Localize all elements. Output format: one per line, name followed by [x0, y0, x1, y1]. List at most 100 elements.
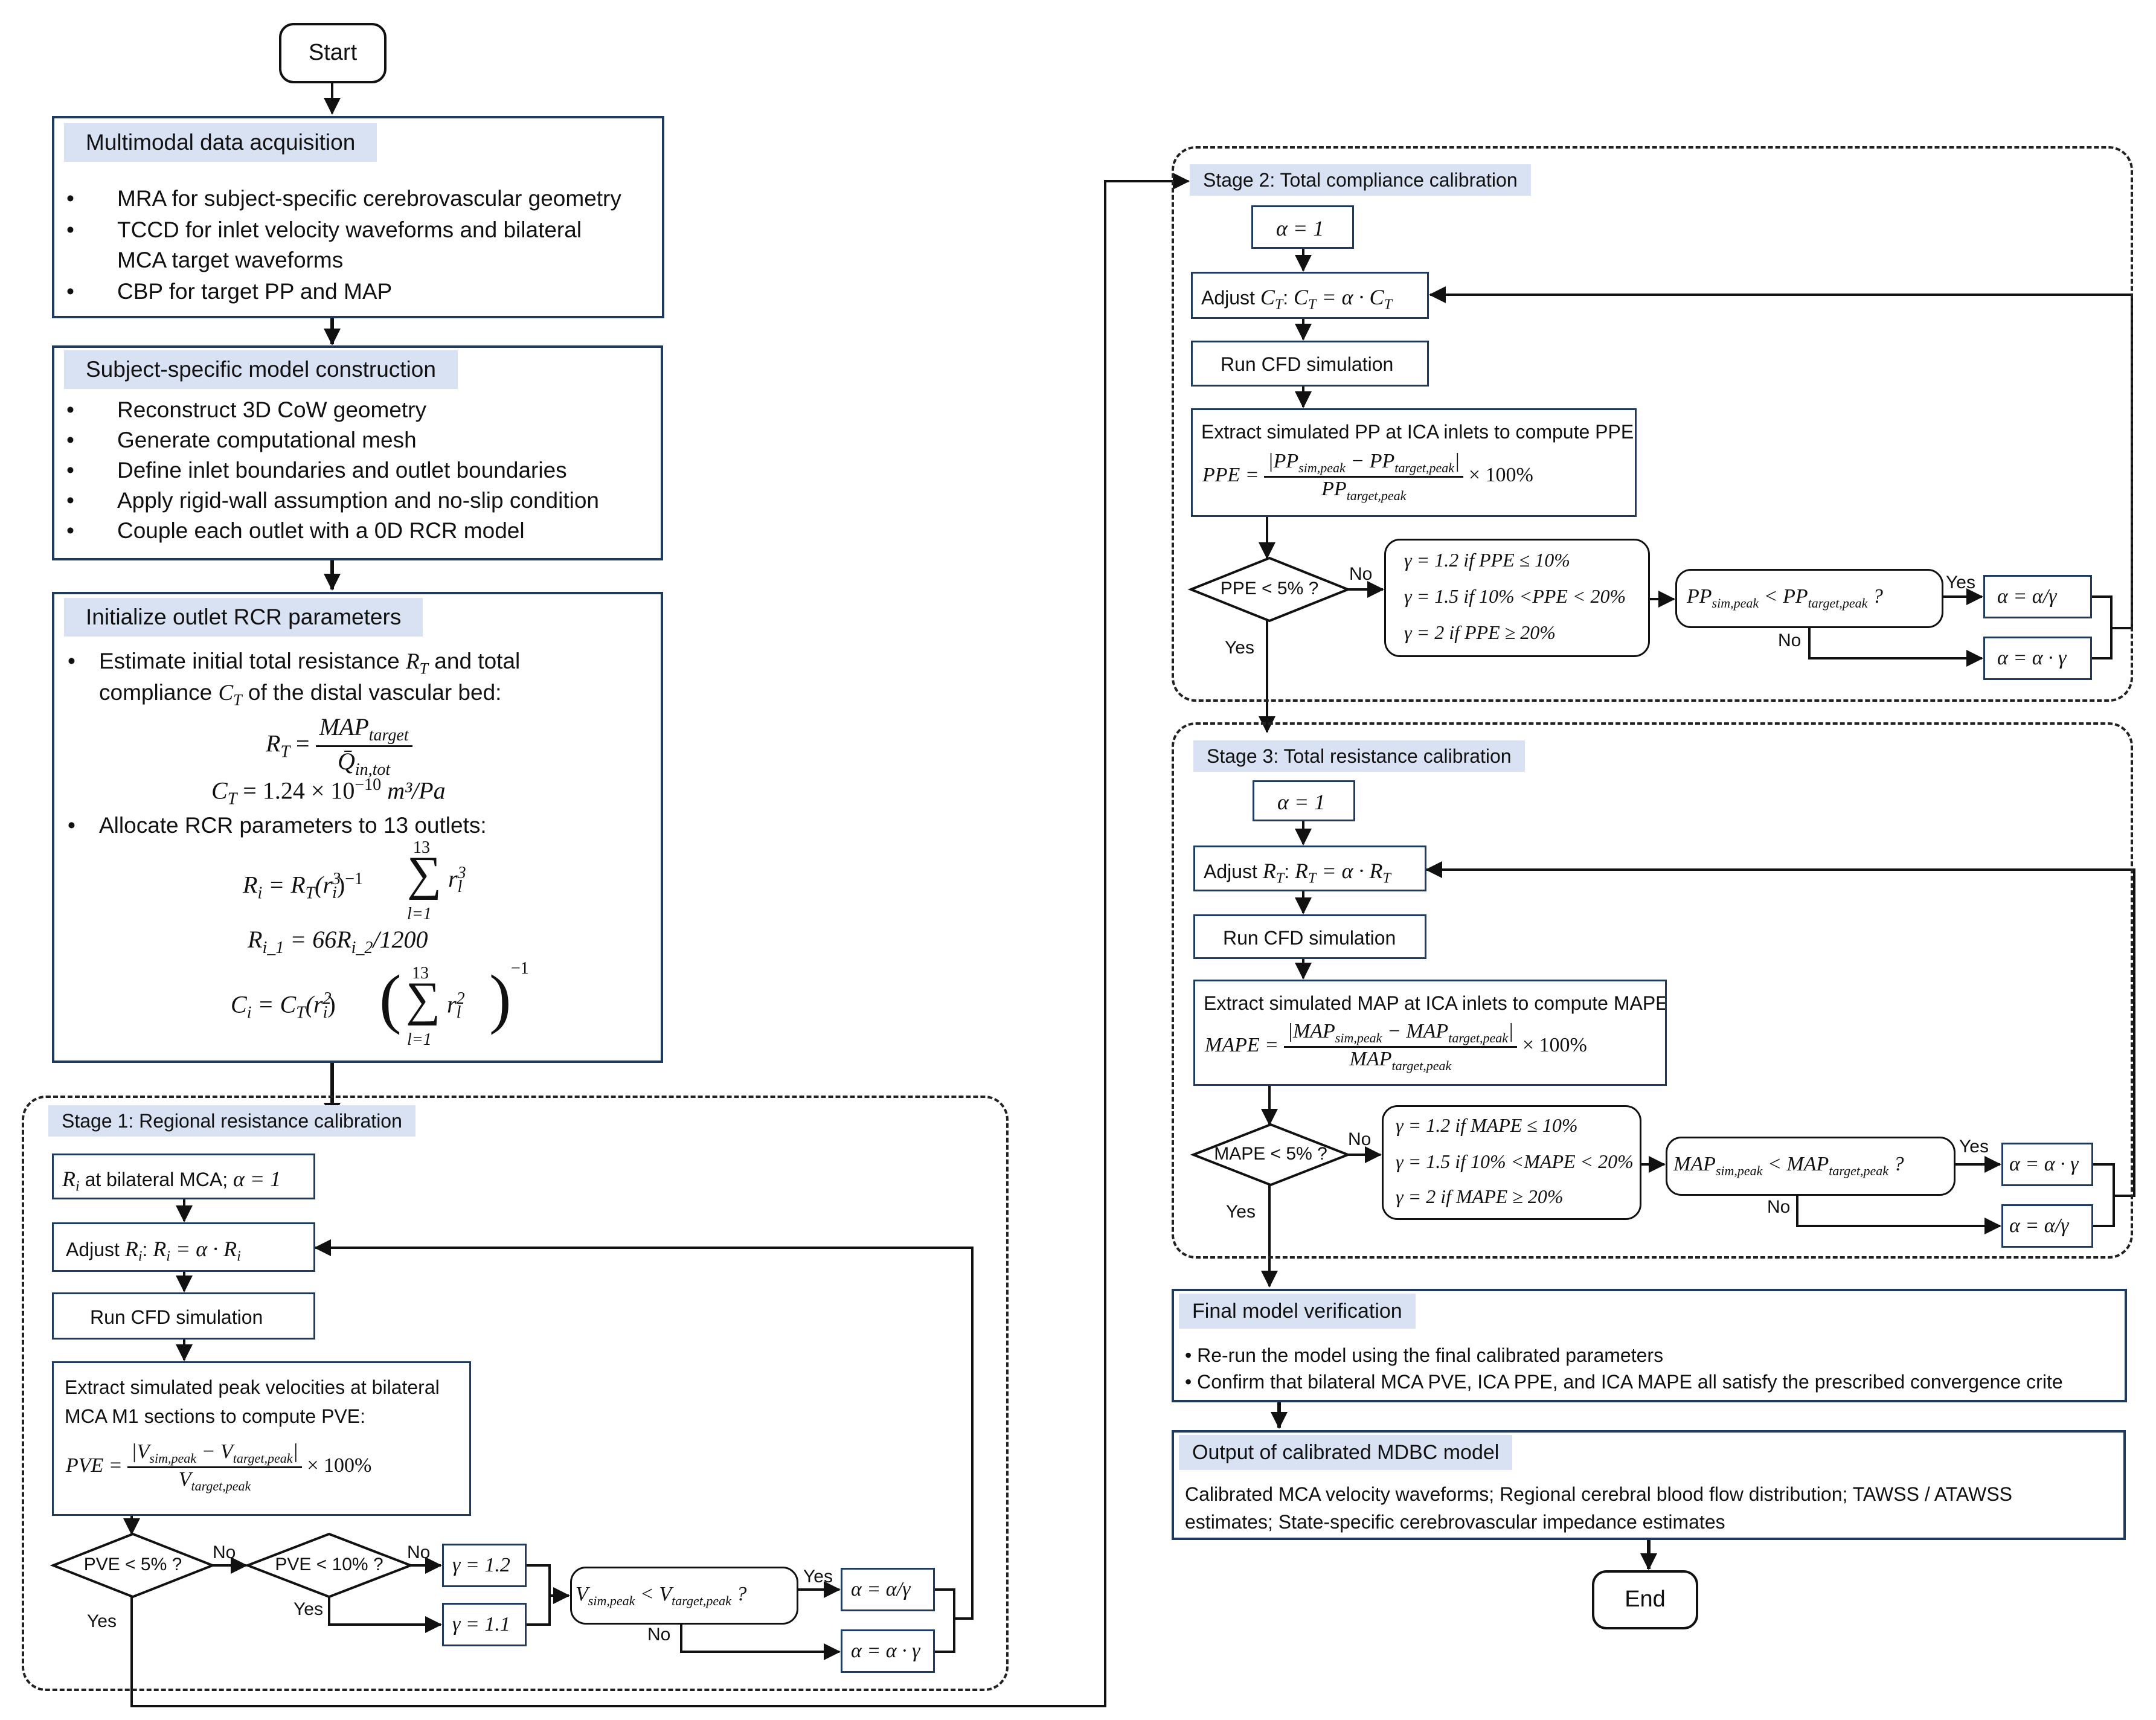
ri-term-sub: l	[457, 878, 463, 897]
ct-symbol: C	[218, 681, 234, 705]
ci-r2-sup: 2	[322, 989, 332, 1008]
rt-equation: RT = MAPtarget Q̄in,tot	[266, 713, 412, 780]
bullet: •	[66, 279, 74, 304]
s3-gamma-line-3: γ = 2 if MAPE ≥ 20%	[1396, 1186, 1564, 1207]
stage2-container	[1172, 146, 2133, 702]
ct-eq-rhs: = 1.24 × 10	[237, 777, 355, 804]
ri-r3: (r	[315, 871, 333, 899]
verification-line-1: • Re-run the model using the final calib…	[1185, 1344, 1664, 1366]
ri1-lhs: R	[248, 926, 263, 953]
ri-rhs-sub: T	[305, 884, 315, 903]
s3-adjust-var: R	[1262, 859, 1276, 883]
verification-title: Final model verification	[1179, 1294, 1416, 1329]
ri-sum: ∑	[407, 847, 442, 900]
rt-symbol: R	[405, 649, 420, 674]
s1-mul-text: α = α · γ	[851, 1640, 920, 1662]
s2-adjust-f: C	[1293, 285, 1308, 309]
s1-cmp-mid: < V	[635, 1583, 672, 1605]
rt-fraction: MAPtarget Q̄in,tot	[315, 713, 412, 780]
s3-cmp-b-sub: target,peak	[1829, 1163, 1889, 1178]
s2-gamma-box: γ = 1.2 if PPE ≤ 10% γ = 1.5 if 10% <PPE…	[1384, 539, 1650, 657]
s1-compare-box: Vsim,peak < Vtarget,peak ?	[570, 1567, 798, 1625]
mape-fraction: |MAPsim,peak − MAPtarget,peak| MAPtarget…	[1283, 1020, 1518, 1074]
ri-term-sup: 3	[457, 864, 466, 882]
acquisition-item-text: CBP for target PP and MAP	[117, 279, 393, 304]
s1-no-label-1: No	[213, 1542, 236, 1562]
s2-no-label-2: No	[1778, 631, 1801, 650]
mape-lhs: MAPE =	[1205, 1034, 1284, 1057]
s3-run-box: Run CFD simulation	[1193, 914, 1426, 959]
ci-r2: (r	[305, 990, 323, 1018]
ri-term: r3l	[448, 864, 466, 897]
s2-run-text: Run CFD simulation	[1221, 353, 1394, 375]
init-line2b: of the distal vascular bed:	[242, 680, 502, 705]
mape-num: |MAPsim,peak − MAPtarget,peak|	[1283, 1020, 1518, 1048]
bullet: •	[66, 217, 74, 242]
ppe-fraction: |PPsim,peak − PPtarget,peak| PPtarget,pe…	[1264, 450, 1464, 504]
s1-adjust-sub: i	[138, 1248, 143, 1265]
acquisition-box: Multimodal data acquisition • • • MRA fo…	[52, 116, 664, 318]
s1-alpha: α = 1	[233, 1167, 281, 1191]
bullet: •	[66, 186, 74, 211]
verification-line-2: • Confirm that bilateral MCA PVE, ICA PP…	[1185, 1371, 2063, 1393]
s3-yes-label-1: Yes	[1226, 1202, 1256, 1222]
s1-extract-line2: MCA M1 sections to compute PVE:	[65, 1405, 365, 1427]
s2-cmp-mid: < PP	[1759, 585, 1808, 608]
acquisition-item: •	[66, 186, 74, 211]
s2-gamma-line-1: γ = 1.2 if PPE ≤ 10%	[1404, 549, 1570, 571]
ci-term: r2l	[447, 989, 465, 1022]
s2-extract-box: Extract simulated PP at ICA inlets to co…	[1191, 408, 1637, 517]
rt-den: Q̄in,tot	[316, 747, 412, 780]
ci-term-sub: l	[456, 1003, 461, 1022]
s3-mul-box: α = α · γ	[2001, 1143, 2093, 1186]
mape-den-sub: target,peak	[1391, 1057, 1452, 1073]
ri1-lhs-sub: i_1	[262, 939, 284, 957]
s2-yes-label-2: Yes	[1946, 573, 1975, 592]
s3-yes-label-2: Yes	[1959, 1137, 1989, 1157]
ci-sum-bot: l=1	[407, 1030, 432, 1049]
pve-fraction: |Vsim,peak − Vtarget,peak| Vtarget,peak	[127, 1440, 302, 1494]
output-line-2: estimates; State-specific cerebrovascula…	[1185, 1511, 1725, 1533]
stage1-title: Stage 1: Regional resistance calibration	[48, 1105, 415, 1137]
s3-adjust-box: Adjust RT: RT = α · RT	[1193, 846, 1426, 891]
s3-extract-box: Extract simulated MAP at ICA inlets to c…	[1193, 980, 1667, 1086]
verification-box: Final model verification • Re-run the mo…	[1172, 1289, 2127, 1402]
pve-den-sub: target,peak	[191, 1478, 251, 1494]
pve-den: Vtarget,peak	[127, 1468, 302, 1494]
s1-yes-label-3: Yes	[803, 1567, 833, 1587]
s1-no-label-3: No	[647, 1625, 671, 1645]
s3-run-text: Run CFD simulation	[1223, 927, 1396, 949]
s1-cmp-a-sub: sim,peak	[588, 1593, 635, 1608]
output-title: Output of calibrated MDBC model	[1179, 1435, 1513, 1470]
s3-gamma-line-2: γ = 1.5 if 10% <MAPE < 20%	[1396, 1150, 1634, 1172]
ri-close: )	[336, 871, 345, 899]
s3-alpha-text: α = 1	[1277, 790, 1326, 814]
output-line-1: Calibrated MCA velocity waveforms; Regio…	[1185, 1483, 2013, 1505]
ppe-den-main: PP	[1321, 477, 1347, 500]
ci-rhs-sub: T	[296, 1003, 306, 1022]
ci-r2-sub: i	[322, 1003, 328, 1022]
ci-lparen: (	[379, 961, 402, 1035]
ri-sum-top: 13	[413, 838, 430, 857]
s1-decision1-label: PVE < 5% ?	[83, 1555, 182, 1574]
s1-run-box: Run CFD simulation	[52, 1292, 315, 1340]
ci-rhs: = C	[251, 990, 297, 1018]
s2-adjust-rhs-sub: T	[1384, 297, 1392, 313]
s1-adjust-box: Adjust Ri: Ri = α · Ri	[52, 1222, 315, 1272]
s1-adjust-colon: :	[142, 1239, 153, 1260]
acquisition-item: •	[66, 217, 74, 243]
s2-cmp-a-sub: sim,peak	[1712, 595, 1759, 611]
s3-adjust-f: R	[1294, 859, 1308, 883]
ppe-equation: PPE = |PPsim,peak − PPtarget,peak| PPtar…	[1202, 450, 1533, 504]
s1-adjust-var: R	[124, 1237, 138, 1261]
ri-r3-sup: 3	[332, 870, 341, 888]
rt-eq-lhs-sub: T	[280, 742, 290, 762]
pve-lhs: PVE =	[66, 1454, 128, 1477]
mape-den-main: MAP	[1349, 1047, 1392, 1070]
ct-eq-lhs: C	[211, 777, 228, 804]
pve-num-a-sub: sim,peak	[149, 1450, 196, 1466]
s1-compare-text: Vsim,peak < Vtarget,peak ?	[576, 1583, 746, 1609]
ct-eq-sub: T	[227, 789, 237, 809]
s2-yes-label-1: Yes	[1225, 638, 1254, 658]
